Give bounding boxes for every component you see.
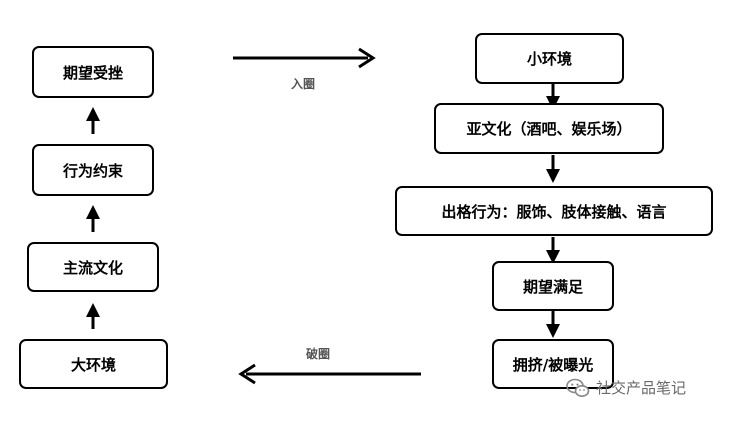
- arrow-down-subculture-to-deviant: [546, 155, 560, 183]
- node-subculture: 亚文化（酒吧、娱乐场）: [434, 103, 664, 154]
- arrow-up-macro-to-mainstream: [86, 303, 100, 329]
- node-crowded-exposed: 拥挤/被曝光: [492, 339, 614, 389]
- arrow-down-deviant-to-fulfilled: [546, 237, 560, 264]
- watermark-text: 社交产品笔记: [596, 379, 687, 397]
- arrow-break-circle: [238, 363, 421, 385]
- node-deviant-behavior: 出格行为：服饰、肢体接触、语言: [395, 186, 713, 236]
- node-expectation-fulfilled-label: 期望满足: [522, 277, 583, 296]
- node-macro-environment-label: 大环境: [70, 355, 116, 374]
- node-crowded-exposed-label: 拥挤/被曝光: [512, 355, 594, 374]
- arrow-down-fulfilled-to-crowded: [546, 311, 560, 338]
- node-expectation-frustrated-label: 期望受挫: [62, 63, 123, 82]
- arrow-up-constraint-to-frustrated: [86, 107, 100, 134]
- watermark: 社交产品笔记: [566, 377, 686, 398]
- node-behavior-constraint: 行为约束: [32, 144, 154, 196]
- node-expectation-fulfilled: 期望满足: [492, 261, 614, 311]
- node-behavior-constraint-label: 行为约束: [62, 161, 123, 180]
- break-circle-label: 破圈: [306, 347, 331, 361]
- wechat-icon: [566, 378, 590, 398]
- arrow-enter-circle: [233, 47, 376, 69]
- node-micro-environment: 小环境: [475, 33, 624, 84]
- arrow-up-mainstream-to-constraint: [86, 205, 100, 232]
- node-mainstream-culture: 主流文化: [27, 242, 159, 292]
- node-micro-environment-label: 小环境: [526, 50, 572, 68]
- node-subculture-label: 亚文化（酒吧、娱乐场）: [466, 120, 632, 138]
- node-mainstream-culture-label: 主流文化: [62, 258, 123, 277]
- enter-circle-label: 入圈: [291, 77, 316, 91]
- node-expectation-frustrated: 期望受挫: [32, 46, 154, 98]
- node-macro-environment: 大环境: [19, 339, 168, 389]
- node-deviant-behavior-label: 出格行为：服饰、肢体接触、语言: [441, 202, 667, 221]
